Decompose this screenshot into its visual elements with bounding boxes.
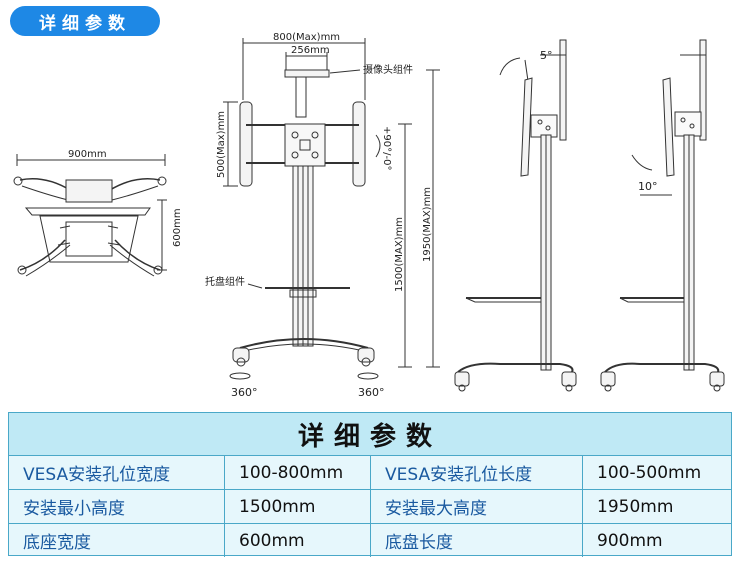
side-view-tilt-10: 10° — [600, 39, 725, 392]
spec-row: 安装最小高度 1500mm 安装最大高度 1950mm — [9, 490, 731, 524]
top-width-label: 900mm — [68, 149, 107, 160]
rotate-left-label: 360° — [231, 386, 258, 399]
spec-key: VESA安装孔位宽度 — [9, 456, 225, 489]
spec-key: 安装最小高度 — [9, 490, 225, 523]
spec-row: VESA安装孔位宽度 100-800mm VESA安装孔位长度 100-500m… — [9, 456, 731, 490]
side-view-tilt-5: 5° — [454, 39, 577, 392]
spec-title: 详细参数 — [9, 413, 731, 456]
spec-value: 100-800mm — [225, 456, 371, 489]
rotate-right-label: 360° — [358, 386, 385, 399]
front-camera-width-label: 256mm — [291, 45, 330, 56]
spec-value: 1950mm — [597, 496, 674, 517]
min-height-label: 1500(MAX)mm — [394, 217, 405, 292]
technical-drawing: 900mm 600mm 800(Max)mm 256mm — [13, 32, 725, 399]
max-height-label: 1950(MAX)mm — [422, 187, 433, 262]
spec-table: 详细参数 VESA安装孔位宽度 100-800mm VESA安装孔位长度 100… — [8, 412, 732, 557]
spec-key: VESA安装孔位长度 — [371, 456, 583, 489]
camera-assembly-label: 摄像头组件 — [363, 63, 413, 76]
vesa-height-label: 500(Max)mm — [216, 111, 227, 178]
spec-value: 600mm — [225, 524, 371, 557]
spec-key: 安装最大高度 — [371, 490, 583, 523]
front-view: 800(Max)mm 256mm 摄像头组件 500(Max)mm +90°/-… — [205, 32, 440, 399]
spec-row: 底座宽度 600mm 底盘长度 900mm — [9, 524, 731, 557]
tilt-label: +90°/-0° — [381, 126, 392, 170]
front-max-width-label: 800(Max)mm — [273, 32, 340, 43]
top-depth-label: 600mm — [172, 208, 183, 247]
spec-value: 900mm — [597, 530, 663, 551]
top-view: 900mm 600mm — [13, 149, 183, 277]
spec-value: 1500mm — [225, 490, 371, 523]
side1-angle-label: 5° — [540, 49, 553, 62]
side2-angle-label: 10° — [638, 180, 658, 193]
spec-key: 底座宽度 — [9, 524, 225, 557]
tray-assembly-label: 托盘组件 — [205, 275, 245, 288]
spec-key: 底盘长度 — [371, 524, 583, 557]
section-badge: 详细参数 — [10, 6, 160, 36]
spec-value: 100-500mm — [597, 462, 702, 483]
